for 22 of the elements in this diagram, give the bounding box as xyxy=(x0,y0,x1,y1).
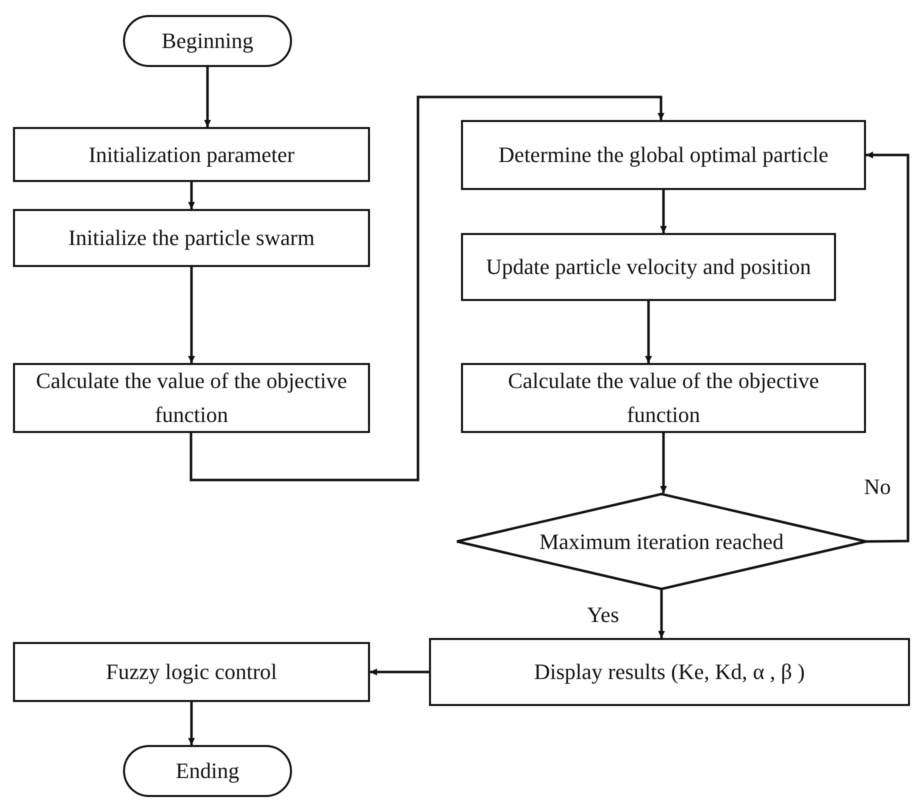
ending-terminal: Ending xyxy=(123,745,292,797)
process-box: Calculate the value of the objective function xyxy=(13,363,370,433)
process-box: Fuzzy logic control xyxy=(13,642,370,702)
process-box: Initialize the particle swarm xyxy=(13,209,370,267)
process-box: Determine the global optimal particle xyxy=(461,120,866,190)
arrow xyxy=(660,433,667,493)
decision-diamond: Maximum iteration reached xyxy=(457,493,866,590)
arrow xyxy=(188,267,195,363)
process-box: Initialization parameter xyxy=(13,127,370,182)
arrow xyxy=(190,96,664,482)
arrow xyxy=(370,668,429,676)
arrow xyxy=(658,590,665,638)
arrow xyxy=(204,67,211,127)
output-box: Display results (Ke, Kd, α , β ) xyxy=(429,638,910,706)
arrow xyxy=(866,152,910,543)
arrow xyxy=(660,190,667,233)
arrow xyxy=(188,182,195,209)
process-box: Update particle velocity and position xyxy=(461,233,836,301)
arrow xyxy=(645,301,652,363)
process-box: Calculate the value of the objective function xyxy=(461,363,866,433)
beginning-terminal: Beginning xyxy=(123,15,292,67)
arrow xyxy=(188,702,195,745)
